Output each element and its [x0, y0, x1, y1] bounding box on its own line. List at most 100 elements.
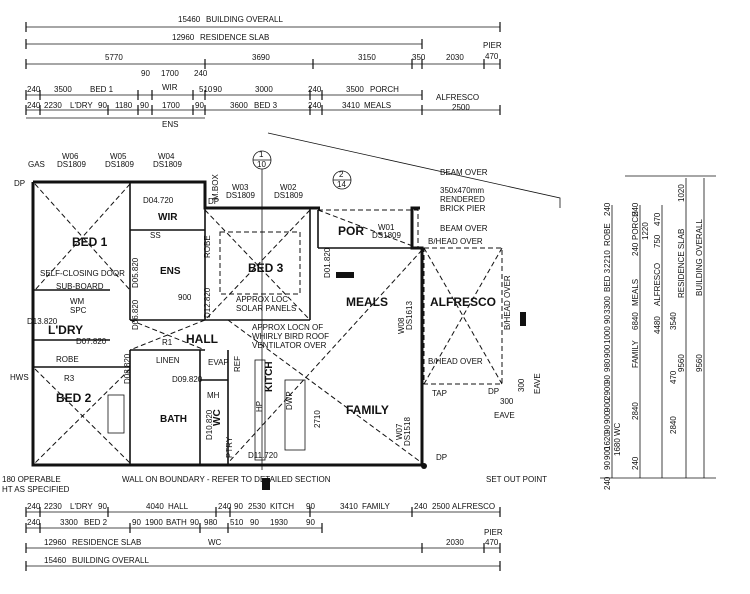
dim-2500: 2500 — [452, 103, 470, 112]
dim-240: 240 — [194, 69, 208, 78]
label-pier-1: 350x470mm — [440, 186, 484, 195]
label-spc: SPC — [70, 306, 87, 315]
bdim2-3300: 3300 — [60, 518, 78, 527]
label-ref: REF — [233, 356, 242, 372]
window-w05: W05 — [110, 152, 127, 161]
dim-bed3: BED 3 — [254, 101, 278, 110]
rdim1-90c: 90 — [603, 425, 612, 434]
bdim-alfresco: ALFRESCO — [452, 502, 495, 511]
bdim2-90: 90 — [132, 518, 141, 527]
dim-90b: 90 — [213, 85, 222, 94]
window-w02-size: DS1809 — [274, 191, 303, 200]
rdim3-750: 750 — [653, 234, 662, 248]
rdim1-bed3: BED 3 — [603, 268, 612, 292]
rdim4-9560: 9560 — [677, 354, 686, 372]
rdim1-900b: 900 — [603, 398, 612, 412]
dim-bed1: BED 1 — [90, 85, 114, 94]
door-d10: D10.820 — [205, 409, 214, 440]
room-family: FAMILY — [346, 403, 389, 417]
door-d01: D01.820 — [323, 247, 332, 278]
label-whirly-2: WHIRLY BIRD ROOF — [252, 332, 329, 341]
label-dp-1: DP — [14, 179, 25, 188]
rdim2-1220: 1220 — [641, 222, 650, 240]
door-d05: D05.820 — [131, 257, 140, 288]
rdim1-240: 240 — [603, 202, 612, 216]
window-w01-size: DS1809 — [372, 231, 401, 240]
window-w07-size: DS1518 — [403, 417, 412, 446]
section-1-bottom: 10 — [257, 160, 266, 169]
door-d09: D09.820 — [172, 375, 203, 384]
label-self-closing-door: SELF-CLOSING DOOR — [40, 269, 125, 278]
label-beam-over-2: BEAM OVER — [440, 224, 488, 233]
rdim3-470b: 470 — [669, 370, 678, 384]
rdim5-overall: BUILDING OVERALL — [695, 219, 704, 296]
bdim-240c: 240 — [414, 502, 428, 511]
label-tap: TAP — [432, 389, 447, 398]
dim-1700b: 1700 — [162, 101, 180, 110]
bdim2-510: 510 — [230, 518, 244, 527]
dim-240-row5: 240 — [27, 101, 41, 110]
bdim-90c: 90 — [306, 502, 315, 511]
bottom-dimension-lines: 240 2230 L'DRY 90 4040 HALL 240 90 2530 … — [25, 502, 503, 571]
rdim1-900c: 900 — [603, 410, 612, 424]
window-w02: W02 — [280, 183, 297, 192]
dim-slab-label: RESIDENCE SLAB — [200, 33, 269, 42]
door-labels: D04.720 D01.820 D05.820 D06.820 D13.820 … — [27, 196, 332, 460]
bdim3-12960: 12960 — [44, 538, 67, 547]
bdim3-pier: PIER — [484, 528, 503, 537]
room-bath: BATH — [160, 414, 187, 425]
rdim1-90d: 90 — [603, 461, 612, 470]
rdim1-3300: 3300 — [603, 296, 612, 314]
window-w04-size: DS1809 — [153, 160, 182, 169]
rdim2-family: FAMILY — [631, 339, 640, 368]
top-dimension-lines: 15460 BUILDING OVERALL 12960 RESIDENCE S… — [25, 15, 502, 129]
bdim-hall: HALL — [168, 502, 189, 511]
label-900: 900 — [178, 293, 192, 302]
window-w03-size: DS1809 — [226, 191, 255, 200]
rdim5-1020: 1020 — [677, 184, 686, 202]
rdim5-9560: 9560 — [695, 354, 704, 372]
label-2710: 2710 — [313, 410, 322, 428]
dim-510: 510 — [199, 85, 213, 94]
bdim-4040: 4040 — [146, 502, 164, 511]
dim-1700: 1700 — [161, 69, 179, 78]
window-w08-size: DS1613 — [405, 301, 414, 330]
dim-350: 350 — [412, 53, 426, 62]
dim-3500b: 3500 — [346, 85, 364, 94]
rdim1-90b: 90 — [603, 375, 612, 384]
right-dimension-lines: 240 ROBE 2210 BED 3 3300 90 1000 900 980… — [600, 175, 716, 490]
room-wc: WC — [212, 409, 223, 426]
rdim1-2900: 2900 — [603, 382, 612, 400]
label-operable-1: 180 OPERABLE — [2, 475, 61, 484]
label-set-out-point: SET OUT POINT — [486, 475, 547, 484]
dim-overall-label: BUILDING OVERALL — [206, 15, 283, 24]
rdim2-meals: MEALS — [631, 279, 640, 306]
room-bed1: BED 1 — [72, 235, 108, 249]
dim-slab-value: 12960 — [172, 33, 195, 42]
label-pier-2: RENDERED — [440, 195, 485, 204]
window-labels: W06 DS1809 W05 DS1809 W04 DS1809 W03 DS1… — [57, 152, 414, 446]
room-por: POR — [338, 224, 364, 238]
label-solar-1: APPROX LOC — [236, 295, 288, 304]
rdim1-wc: WC — [613, 422, 622, 436]
rdim3-4480: 4480 — [653, 316, 662, 334]
bdim-90: 90 — [98, 502, 107, 511]
rdim4-slab: RESIDENCE SLAB — [677, 229, 686, 298]
rdim1-240b: 240 — [603, 476, 612, 490]
bdim-240: 240 — [27, 502, 41, 511]
label-sub-board: SUB-BOARD — [56, 282, 104, 291]
annotations: GAS DP DP M.BOX BEAM OVER 350x470mm REND… — [2, 160, 547, 494]
label-dp-3: DP — [488, 387, 499, 396]
section-2-bottom: 14 — [337, 180, 346, 189]
label-wall-on-boundary: WALL ON BOUNDARY - REFER TO DETAILED SEC… — [122, 475, 331, 484]
dim-90: 90 — [141, 69, 150, 78]
rdim3-470a: 470 — [653, 212, 662, 226]
rdim2-240: 240 — [631, 202, 640, 216]
dim-alfresco: ALFRESCO — [436, 93, 479, 102]
dim-3690: 3690 — [252, 53, 270, 62]
dim-3410: 3410 — [342, 101, 360, 110]
building — [31, 132, 561, 490]
bdim-ldry: L'DRY — [70, 502, 93, 511]
label-wm: WM — [70, 297, 85, 306]
